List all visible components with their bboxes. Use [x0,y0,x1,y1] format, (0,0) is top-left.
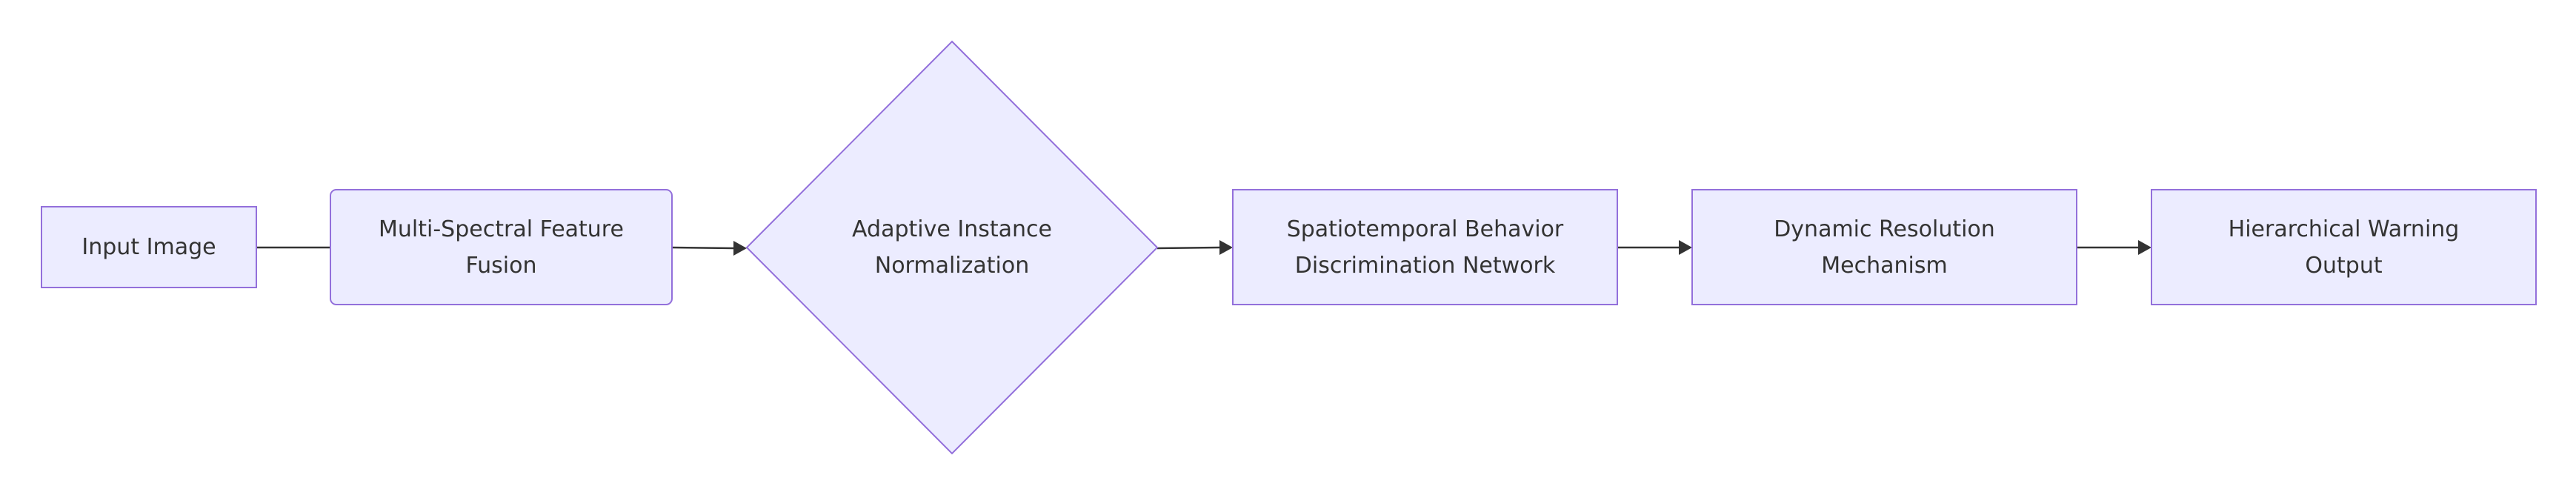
label-warning-output: Hierarchical Warning Output [2166,190,2521,305]
arrowhead-normalization-to-behavior [1219,240,1233,255]
arrowhead-resolution-to-warning [2138,240,2151,255]
label-instance-normalization-text: Adaptive Instance Normalization [852,216,1052,279]
label-dynamic-resolution-text: Dynamic Resolution Mechanism [1774,216,1995,279]
nodes [41,40,2537,455]
label-behavior-network-text: Spatiotemporal Behavior Discrimination N… [1286,216,1564,279]
node-instance-normalization[interactable] [745,40,1159,455]
arrowhead-behavior-to-resolution [1679,240,1692,255]
arrowhead-fusion-to-normalization [733,241,747,256]
label-warning-output-text: Hierarchical Warning Output [2228,216,2460,279]
label-instance-normalization: Adaptive Instance Normalization [833,190,1071,305]
node-warning-output[interactable] [2151,189,2537,305]
node-dynamic-resolution[interactable] [1691,189,2077,305]
label-input-image: Input Image [41,207,256,288]
node-behavior-network[interactable] [1232,189,1618,305]
label-behavior-network: Spatiotemporal Behavior Discrimination N… [1248,190,1602,305]
label-feature-fusion-text: Multi-Spectral Feature Fusion [379,216,624,279]
node-input-image[interactable] [41,206,257,288]
node-feature-fusion[interactable] [330,189,673,305]
label-input-image-text: Input Image [81,234,216,260]
label-feature-fusion: Multi-Spectral Feature Fusion [348,190,654,305]
label-dynamic-resolution: Dynamic Resolution Mechanism [1707,190,2062,305]
